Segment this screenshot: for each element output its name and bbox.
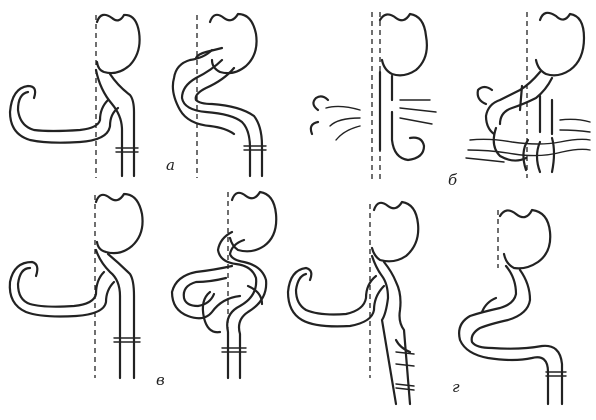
panel-a-figure-2: [173, 14, 266, 178]
panel-label-v: в: [156, 371, 165, 389]
panel-b-figure-1: [311, 12, 436, 180]
panel-b: [311, 12, 590, 180]
panel-g-figure-1: [288, 202, 418, 404]
panel-a-figure-1: [10, 15, 140, 178]
panel-g-figure-2: [459, 210, 566, 404]
panel-a: [10, 14, 266, 178]
panel-label-b: б: [448, 171, 457, 189]
panel-v: [10, 192, 276, 378]
panel-v-figure-2: [172, 192, 276, 378]
panel-label-g: г: [452, 378, 460, 396]
panel-b-figure-2: [466, 12, 590, 178]
panel-g: [288, 202, 566, 404]
panel-v-figure-1: [10, 194, 143, 378]
panel-label-a: а: [166, 156, 175, 174]
